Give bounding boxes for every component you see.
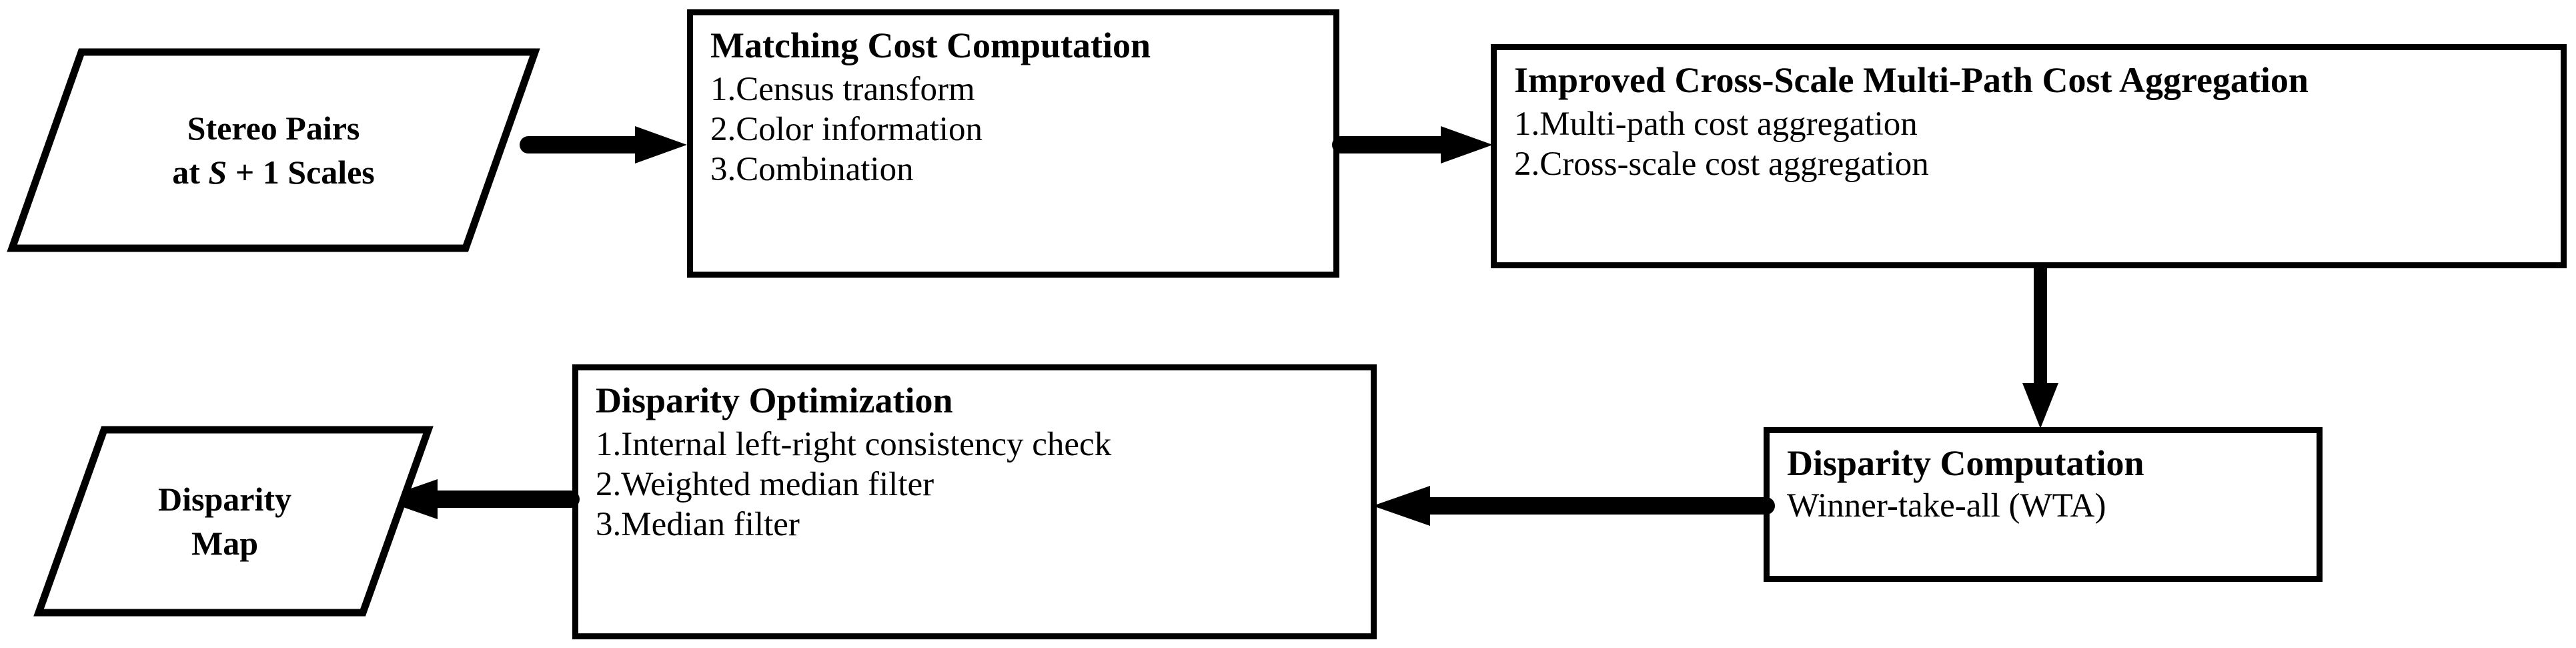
cost-aggregation-item-2: 2.Cross-scale cost aggregation [1514, 145, 1929, 183]
matching-cost-item-1: 1.Census transform [710, 70, 975, 108]
parallelogram-shape [7, 48, 540, 252]
cost-aggregation-title: Improved Cross-Scale Multi-Path Cost Agg… [1514, 60, 2309, 100]
disparity-computation-item-1: Winner-take-all (WTA) [1787, 487, 2106, 525]
disparity-optimization-item-1: 1.Internal left-right consistency check [596, 425, 1112, 463]
cost-aggregation-item-1: 1.Multi-path cost aggregation [1514, 105, 1918, 143]
matching-cost-title: Matching Cost Computation [710, 25, 1151, 65]
node-disparity-computation[interactable]: Disparity Computation Winner-take-all (W… [1764, 427, 2323, 582]
disparity-optimization-title: Disparity Optimization [596, 380, 953, 420]
matching-cost-item-3: 3.Combination [710, 150, 914, 188]
arrow-optimization-to-map [378, 478, 580, 521]
arrow-computation-to-optimization [1370, 484, 1775, 527]
disparity-optimization-item-2: 2.Weighted median filter [596, 465, 934, 503]
disparity-computation-title: Disparity Computation [1787, 443, 2144, 483]
arrow-aggregation-to-computation [2018, 266, 2062, 431]
arrow-stereo-to-matching [520, 123, 688, 166]
matching-cost-item-2: 2.Color information [710, 110, 983, 148]
node-stereo-pairs[interactable]: Stereo Pairs at S + 1 Scales [7, 47, 540, 254]
disparity-optimization-item-3: 3.Median filter [596, 505, 800, 543]
parallelogram-shape [33, 426, 434, 617]
node-cost-aggregation[interactable]: Improved Cross-Scale Multi-Path Cost Agg… [1491, 44, 2567, 268]
node-matching-cost[interactable]: Matching Cost Computation 1.Census trans… [687, 9, 1339, 278]
arrow-matching-to-aggregation [1332, 123, 1494, 166]
node-disparity-map[interactable]: Disparity Map [33, 424, 434, 618]
node-disparity-optimization[interactable]: Disparity Optimization 1.Internal left-r… [572, 364, 1377, 639]
